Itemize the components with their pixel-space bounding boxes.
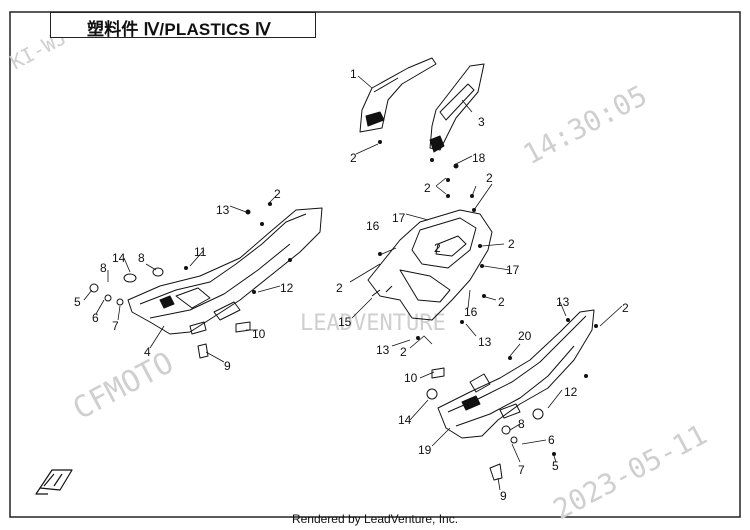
- direction-arrow-icon: [35, 469, 73, 495]
- callout-2: 2: [434, 241, 441, 255]
- callout-18: 18: [472, 151, 486, 165]
- callout-10: 10: [404, 371, 418, 385]
- callout-16: 16: [464, 305, 478, 319]
- part-1-upper-panel: [359, 57, 437, 133]
- callout-5: 5: [552, 459, 559, 473]
- callout-16: 16: [366, 219, 380, 233]
- part-right-side-panel: [437, 309, 595, 439]
- callout-8: 8: [518, 417, 525, 431]
- callout-2: 2: [622, 301, 629, 315]
- callout-2: 2: [424, 181, 431, 195]
- callout-10: 10: [252, 327, 266, 341]
- callout-13: 13: [478, 335, 492, 349]
- callout-17: 17: [506, 263, 520, 277]
- callout-12: 12: [564, 385, 578, 399]
- callout-6: 6: [548, 433, 555, 447]
- callout-20: 20: [518, 329, 532, 343]
- callout-14: 14: [398, 413, 412, 427]
- callout-13: 13: [376, 343, 390, 357]
- callout-2: 2: [508, 237, 515, 251]
- callout-13: 13: [216, 203, 230, 217]
- part-left-side-panel: [127, 207, 323, 335]
- callout-9: 9: [224, 359, 231, 373]
- callout-11: 11: [194, 245, 207, 259]
- callout-2: 2: [498, 295, 505, 309]
- callout-12: 12: [280, 281, 294, 295]
- callout-7: 7: [112, 319, 119, 333]
- watermark-leadventure: LEADVENTURE: [300, 311, 446, 336]
- callout-2: 2: [350, 151, 357, 165]
- callout-13: 13: [556, 295, 570, 309]
- callout-2: 2: [400, 345, 407, 359]
- watermark-time: 14:30:05: [518, 79, 653, 171]
- part-3-upper-cover: [429, 63, 485, 153]
- part-16-tail-shroud: [367, 209, 493, 321]
- title-box: 塑料件 Ⅳ/PLASTICS Ⅳ: [50, 12, 316, 39]
- callout-labels: 1 3 2 18 2 2 13 2 17 2 16 2 17 11 14 8 8…: [74, 67, 629, 503]
- callout-2: 2: [274, 187, 281, 201]
- callout-8: 8: [138, 251, 145, 265]
- callout-17: 17: [392, 211, 406, 225]
- callout-2: 2: [336, 281, 343, 295]
- callout-9: 9: [500, 489, 507, 503]
- callout-6: 6: [92, 311, 99, 325]
- callout-1: 1: [350, 67, 357, 81]
- callout-4: 4: [144, 345, 151, 359]
- callout-8: 8: [100, 261, 107, 275]
- watermark-cfmoto: CFMOTO: [67, 345, 179, 427]
- callout-5: 5: [74, 295, 81, 309]
- callout-15: 15: [338, 315, 352, 329]
- callout-7: 7: [518, 463, 525, 477]
- callout-2: 2: [486, 171, 493, 185]
- callout-19: 19: [418, 443, 432, 457]
- footer-credit: Rendered by LeadVenture, Inc.: [291, 512, 459, 526]
- page-frame: [9, 11, 741, 518]
- watermark-date: 2023-05-11: [548, 418, 712, 526]
- leader-lines: [83, 75, 623, 491]
- callout-14: 14: [112, 251, 126, 265]
- page-title: 塑料件 Ⅳ/PLASTICS Ⅳ: [87, 20, 271, 39]
- callout-3: 3: [478, 115, 485, 129]
- watermark-group: CFMOTO 14:30:05 2023-05-11 LEADVENTURE K…: [6, 25, 712, 526]
- hardware-group: [184, 140, 598, 456]
